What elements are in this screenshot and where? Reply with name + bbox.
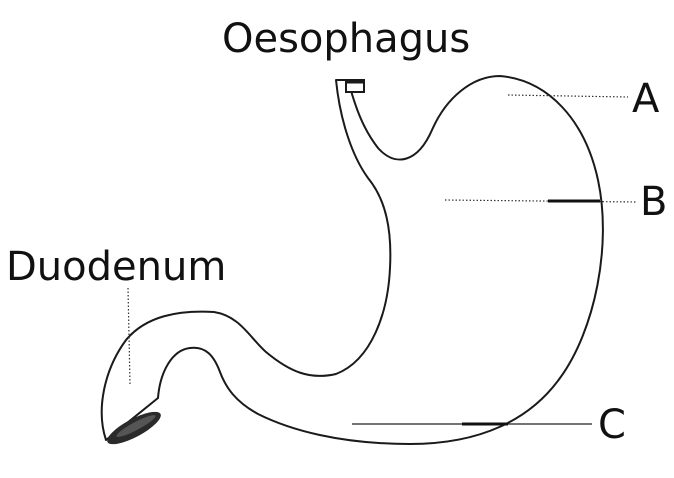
label-b: B [640, 179, 667, 225]
duodenum-label: Duodenum [6, 244, 226, 290]
oesophagus-label: Oesophagus [222, 16, 470, 62]
label-c: C [598, 402, 626, 448]
leader-line-b [445, 200, 636, 202]
leader-line-a [508, 95, 628, 97]
label-a: A [632, 76, 660, 122]
